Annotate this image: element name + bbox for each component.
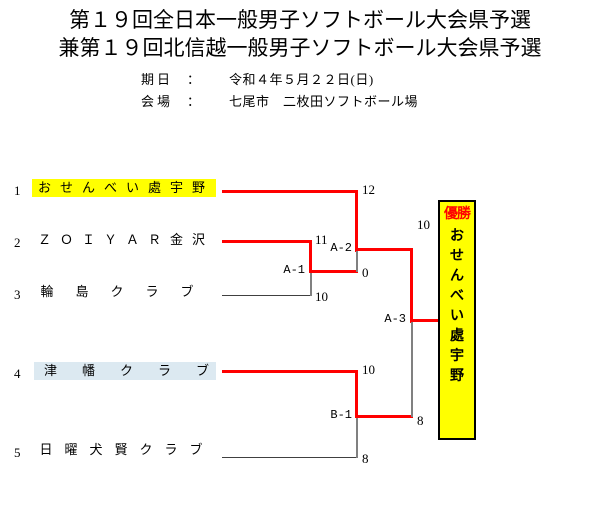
champion-char-5: 處 — [450, 329, 464, 344]
score-a3-lower: 8 — [417, 413, 424, 428]
event-date-label: 期日 — [141, 72, 174, 87]
line-b1-output — [355, 415, 413, 418]
score-b1-lower: 8 — [362, 451, 369, 466]
event-date-row: 期日 ： 令和４年５月２２日(日) — [0, 72, 600, 88]
event-venue-row: 会場 ： 七尾市 二枚田ソフトボール場 — [0, 94, 600, 110]
line-a3-vertical-upper — [410, 248, 413, 323]
match-label-a2: A-2 — [330, 241, 352, 255]
seed-number-5: 5 — [14, 445, 21, 460]
event-date-colon: ： — [187, 72, 201, 87]
line-team4-to-b1 — [222, 370, 358, 373]
champion-char-1: せ — [450, 249, 464, 264]
champion-char-7: 野 — [450, 369, 464, 384]
line-team5-to-b1 — [222, 457, 358, 458]
score-a2-lower: 0 — [362, 265, 369, 280]
champion-name: お せ ん べ い 處 宇 野 — [440, 227, 474, 387]
seed-number-2: 2 — [14, 235, 21, 250]
seed-number-3: 3 — [14, 287, 21, 302]
line-a1-vertical-lower — [310, 272, 312, 296]
seed-number-1: 1 — [14, 183, 21, 198]
champion-box: 優勝 お せ ん べ い 處 宇 野 — [438, 200, 476, 440]
team-name-4: 津幡クラブ — [34, 362, 216, 380]
team-name-3: 輪島クラブ — [40, 284, 216, 299]
team-name-2: ＺＯＩＹＡＲ金沢 — [37, 232, 214, 247]
page-title-line-2: 兼第１９回北信越一般男子ソフトボール大会県予選 — [58, 36, 542, 60]
match-label-a3: A-3 — [384, 312, 406, 326]
score-a1-upper: 11 — [315, 232, 328, 247]
line-b1-vertical-lower — [356, 416, 358, 458]
score-a1-lower: 10 — [315, 289, 328, 304]
line-a1-output — [309, 270, 358, 273]
champion-title: 優勝 — [444, 207, 471, 222]
champion-char-0: お — [450, 229, 464, 244]
page-header: 第１９回全日本一般男子ソフトボール大会県予選 兼第１９回北信越一般男子ソフトボー… — [0, 0, 600, 62]
score-a2-upper: 12 — [362, 182, 375, 197]
match-label-b1: B-1 — [330, 408, 352, 422]
event-venue-label: 会場 — [141, 94, 174, 109]
line-a1-vertical-upper — [309, 240, 312, 272]
team-name-1: おせんべい處宇野 — [32, 179, 216, 197]
line-team1-to-a2 — [222, 190, 358, 193]
champion-char-3: べ — [450, 289, 464, 304]
line-team2-to-a1 — [222, 240, 312, 243]
champion-char-6: 宇 — [450, 349, 464, 364]
team-name-5: 日曜犬賢クラブ — [39, 442, 215, 457]
event-venue-value: 七尾市 二枚田ソフトボール場 — [229, 94, 419, 109]
event-date-value: 令和４年５月２２日(日) — [229, 72, 374, 87]
score-a3-upper: 10 — [417, 217, 430, 232]
line-a3-vertical-lower — [411, 321, 413, 417]
line-team3-to-a1 — [222, 295, 312, 296]
score-b1-upper: 10 — [362, 362, 375, 377]
line-b1-vertical-upper — [355, 370, 358, 418]
line-a3-output-to-winner — [410, 319, 440, 322]
seed-number-4: 4 — [14, 366, 21, 381]
event-venue-colon: ： — [187, 94, 201, 109]
page-title-line-1: 第１９回全日本一般男子ソフトボール大会県予選 — [69, 8, 531, 32]
line-a2-output — [355, 248, 413, 251]
line-a2-vertical-lower — [356, 250, 358, 272]
match-label-a1: A-1 — [283, 263, 305, 277]
champion-char-2: ん — [450, 269, 464, 284]
line-a2-vertical-upper — [355, 190, 358, 252]
champion-char-4: い — [450, 309, 464, 324]
